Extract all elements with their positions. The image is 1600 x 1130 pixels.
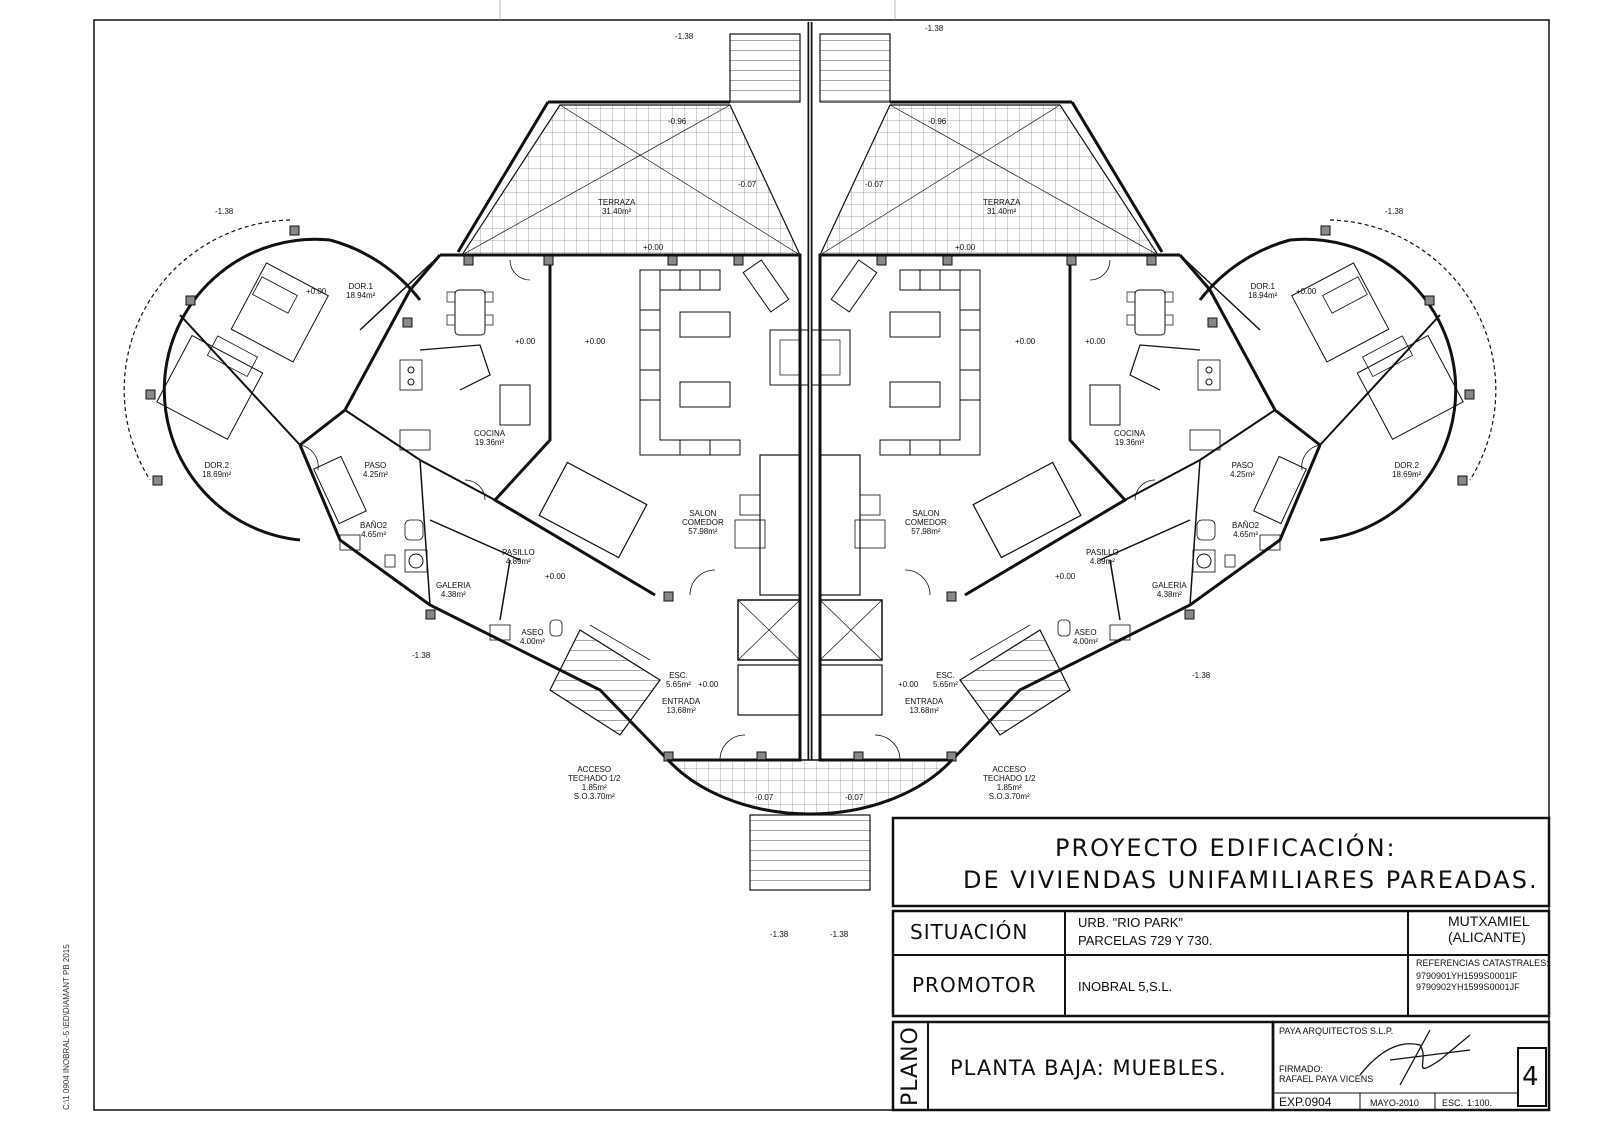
level-terrace-left: -0.96 [668,117,687,126]
situacion-line1: URB. "RIO PARK" [1078,915,1184,930]
plano-label: PLANO [898,1026,923,1106]
fecha: MAYO-2010 [1370,1098,1419,1108]
referencia-2: 9790902YH1599S0001JF [1416,982,1520,992]
level-terrace-edge-right: +0.00 [955,243,976,252]
project-title-line1: PROYECTO EDIFICACIÓN: [1055,834,1397,862]
level-terrace-right: -0.96 [928,117,947,126]
firmado-name: RAFAEL PAYA VICENS [1279,1074,1374,1084]
left-top-stair [729,33,801,103]
level-access-right: -0.07 [845,793,864,802]
entrance-stair [749,814,871,891]
referencia-1: 9790901YH1599S0001IF [1416,971,1518,981]
room-esc-left: ESC.5.65m² [666,671,691,689]
left-bedroom-lobe [162,237,331,542]
level-bottom-right: -1.38 [830,930,849,939]
expediente: EXP.0904 [1279,1095,1332,1109]
promotor-value: INOBRAL 5,S.L. [1078,979,1173,994]
municipio-line1: MUTXAMIEL [1448,913,1530,929]
situacion-line2: PARCELAS 729 Y 730. [1078,933,1213,948]
plano-value: PLANTA BAJA: MUEBLES. [950,1056,1227,1080]
left-internal-stair [549,629,661,736]
level-zero-pasillo-right: +0.00 [1055,572,1076,581]
signature [1359,1029,1471,1086]
level-lower-right: -1.38 [1192,671,1211,680]
level-zero-entrada-left: +0.00 [698,680,719,689]
right-dwelling [809,33,1497,762]
level-zero-dor1-right: +0.00 [1296,287,1317,296]
level-terrace-mid-left: -0.07 [738,180,757,189]
level-left-outer: -1.38 [215,207,234,216]
escala-value: 1:100. [1467,1098,1493,1108]
sheet-number: 4 [1522,1062,1539,1092]
level-zero-dor1-left: +0.00 [306,287,327,296]
room-esc-right: ESC.5.65m² [933,671,958,689]
level-access-left: -0.07 [755,793,774,802]
level-zero-salon-right: +0.00 [1015,337,1036,346]
project-title-line2: DE VIVIENDAS UNIFAMILIARES PAREADAS. [963,866,1539,894]
level-top-left: -1.38 [675,32,694,41]
margin-file-path: C:\1 0904 INOBRAL-5 \ED\DIAMANT PB 2015 [62,944,71,1110]
level-zero-entrada-right: +0.00 [898,680,919,689]
escala-label: ESC. [1442,1098,1464,1108]
firm-name: PAYA ARQUITECTOS S.L.P. [1279,1026,1394,1036]
level-zero-pasillo-left: +0.00 [545,572,566,581]
entrance-terrace [666,759,954,815]
level-zero-salon-left: +0.00 [585,337,606,346]
level-zero-cocina-left: +0.00 [515,337,536,346]
level-bottom-left: -1.38 [770,930,789,939]
referencias-label: REFERENCIAS CATASTRALES: [1416,958,1549,968]
left-dwelling [123,33,811,762]
level-terrace-mid-right: -0.07 [865,180,884,189]
level-right-outer: -1.38 [1385,207,1404,216]
level-top-right: -1.38 [925,24,944,33]
municipio-line2: (ALICANTE) [1448,929,1526,945]
title-block [891,816,1551,1112]
situacion-label: SITUACIÓN [910,920,1029,944]
level-lower-left: -1.38 [412,651,431,660]
sheet-frame [93,19,1550,1111]
promotor-label: PROMOTOR [912,973,1037,997]
level-terrace-edge-left: +0.00 [643,243,664,252]
level-zero-cocina-right: +0.00 [1085,337,1106,346]
firmado-label: FIRMADO: [1279,1064,1323,1074]
